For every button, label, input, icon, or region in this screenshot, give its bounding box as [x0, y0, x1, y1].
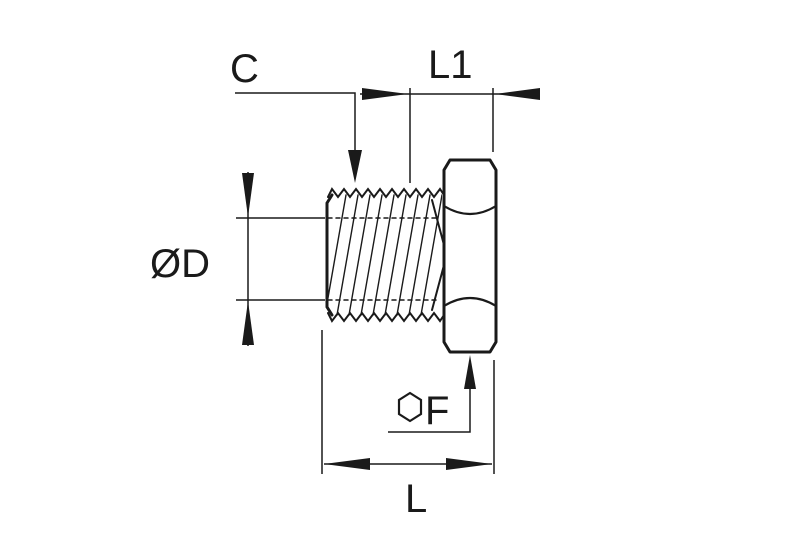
arrow-l1-right [495, 88, 540, 100]
arrow-l1-left [362, 88, 408, 100]
arrow-f [464, 355, 476, 389]
arrow-c [348, 150, 362, 183]
arrow-l-right [446, 458, 492, 470]
arrow-l-left [324, 458, 370, 470]
thread-hatching [328, 194, 442, 316]
label-c: C [230, 47, 259, 91]
thread-left-end [325, 193, 334, 317]
label-l1: L1 [428, 43, 473, 87]
thread-top-profile [327, 187, 445, 199]
dimension-l [321, 330, 495, 474]
label-f: F [425, 389, 449, 433]
hex-symbol-icon [397, 391, 423, 423]
leader-f [388, 385, 471, 433]
threaded-body [325, 187, 445, 323]
arrow-d-top [242, 173, 254, 217]
dimension-f [388, 355, 476, 433]
label-l: L [405, 477, 427, 521]
hex-head-outline [442, 158, 498, 354]
dimension-d [236, 172, 325, 346]
hex-head [442, 158, 498, 354]
leader-c [235, 92, 356, 150]
hex-flat-top [443, 205, 497, 216]
label-d: ØD [150, 242, 210, 286]
hex-flat-bottom [443, 296, 497, 307]
dimension-c [235, 92, 362, 183]
thread-bottom-profile [327, 311, 445, 323]
arrow-d-bottom [242, 301, 254, 345]
dimension-l1 [360, 88, 540, 183]
